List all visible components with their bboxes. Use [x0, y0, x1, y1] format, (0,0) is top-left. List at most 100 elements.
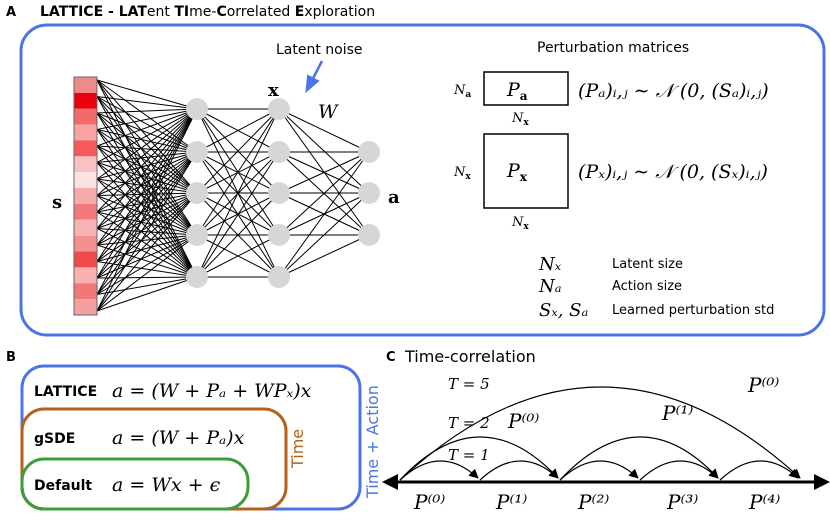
- arc-t2-0: [399, 436, 559, 481]
- network-edge: [96, 108, 198, 295]
- state-cell: [74, 172, 97, 189]
- time-label: Time: [288, 429, 307, 469]
- default-frame: [20, 457, 250, 511]
- timeline-left-arrow: [382, 474, 398, 490]
- panel-c-title: Time-correlation: [404, 347, 536, 366]
- action-node: [358, 141, 380, 163]
- network-nodes: [186, 98, 380, 288]
- timeline-right-arrow: [814, 474, 830, 490]
- action-symbol: a: [388, 187, 400, 208]
- state-symbol: s: [52, 192, 62, 213]
- network-edge: [96, 151, 198, 163]
- row-name-lattice: LATTICE: [34, 384, 97, 400]
- network-edge: [96, 192, 198, 312]
- matrix-a-col-dim: Nx: [511, 111, 529, 128]
- network-edge: [96, 234, 198, 312]
- network-edge: [96, 96, 198, 110]
- state-cell: [74, 124, 97, 141]
- network-edge: [96, 108, 198, 163]
- panel-c-letter: C: [386, 350, 396, 365]
- perturbation-title: Perturbation matrices: [537, 40, 689, 56]
- network-edge: [278, 108, 370, 194]
- arc-t5: [399, 386, 801, 481]
- network-edge: [96, 108, 198, 114]
- network-edge: [278, 151, 370, 194]
- network-edge: [96, 276, 198, 279]
- network-edge: [96, 151, 198, 279]
- panel-a-frame: [19, 23, 826, 337]
- row-name-default: Default: [34, 478, 92, 494]
- network-edge: [278, 234, 370, 278]
- network-edge: [96, 108, 198, 180]
- legend-symbol-2: Sₓ, Sₐ: [539, 300, 588, 321]
- legend-desc-2: Learned perturbation std: [612, 303, 774, 318]
- title-part-3: ent: [147, 4, 174, 20]
- network-edge: [96, 108, 198, 213]
- network-edge: [196, 108, 280, 194]
- network-edge: [278, 151, 370, 278]
- state-vector-border: [73, 76, 98, 316]
- network-edge: [96, 129, 198, 153]
- title-part-1: TICE -: [69, 4, 119, 20]
- action-node: [358, 182, 380, 204]
- state-cell: [74, 140, 97, 157]
- title-part-8: E: [295, 4, 305, 20]
- t-label-1: T = 1: [448, 446, 490, 464]
- network-edge: [196, 234, 280, 278]
- bottom-label-0: P⁽⁰⁾: [413, 490, 445, 514]
- action-node: [358, 224, 380, 246]
- network-edge: [96, 234, 198, 279]
- network-edges: [96, 79, 370, 312]
- network-edge: [96, 112, 198, 153]
- matrix-x-col-dim: Nx: [511, 215, 529, 232]
- state-cell: [74, 92, 97, 109]
- panel-b-letter: B: [6, 350, 16, 365]
- network-edge: [96, 108, 198, 279]
- network-edge: [278, 192, 370, 278]
- network-edge: [96, 151, 198, 295]
- title-part-4: TI: [174, 4, 189, 20]
- network-edge: [96, 108, 198, 229]
- title-part-6: C: [216, 4, 226, 20]
- network-edge: [96, 108, 198, 262]
- state-cell: [74, 267, 97, 284]
- equation-pa: (Pₐ)ᵢ,ⱼ ∼ 𝒩 (0, (Sₐ)ᵢ,ⱼ): [578, 80, 769, 102]
- state-cell: [74, 156, 97, 173]
- network-edge: [96, 151, 198, 246]
- network-edge: [196, 108, 280, 278]
- arc-t1-4: [719, 460, 799, 481]
- legend-symbol-1: Nₐ: [538, 276, 562, 297]
- panel-a-letter: A: [6, 5, 16, 20]
- latent-noise-arrow: [305, 60, 324, 94]
- bottom-label-4: P⁽⁴⁾: [748, 490, 780, 514]
- row-eq-lattice: a = (W + Pₐ + WPₓ)x: [112, 380, 312, 402]
- hidden-node: [186, 266, 208, 288]
- panel-a-title: LATTICE - LATent TIme-Correlated Explora…: [40, 4, 375, 20]
- state-cell: [74, 299, 97, 315]
- title-part-7: orrelated: [227, 4, 295, 20]
- network-edge: [96, 151, 198, 262]
- network-edge: [96, 276, 198, 312]
- title-part-5: me-: [189, 4, 216, 20]
- matrix-a-label: Pa: [506, 79, 528, 103]
- network-edge: [96, 108, 198, 312]
- legend-symbol-0: Nₓ: [538, 254, 562, 275]
- network-edge: [196, 108, 280, 236]
- latent-symbol: x: [268, 80, 279, 101]
- network-edge: [96, 151, 198, 229]
- arc-label-t2-1: P⁽¹⁾: [661, 401, 693, 425]
- state-cell: [74, 108, 97, 125]
- network-edge: [278, 108, 370, 153]
- t-label-5: T = 5: [448, 375, 490, 393]
- hidden-node: [186, 224, 208, 246]
- title-part-9: xploration: [304, 4, 375, 20]
- arc-t2-1: [559, 436, 719, 481]
- bottom-label-2: P⁽²⁾: [577, 490, 609, 514]
- state-cell: [74, 203, 97, 220]
- matrix-a-row-dim: Na: [453, 83, 471, 100]
- latent-node: [268, 182, 290, 204]
- state-cell: [74, 219, 97, 236]
- title-part-0: LAT: [40, 4, 69, 20]
- arc-t1-3: [639, 460, 719, 481]
